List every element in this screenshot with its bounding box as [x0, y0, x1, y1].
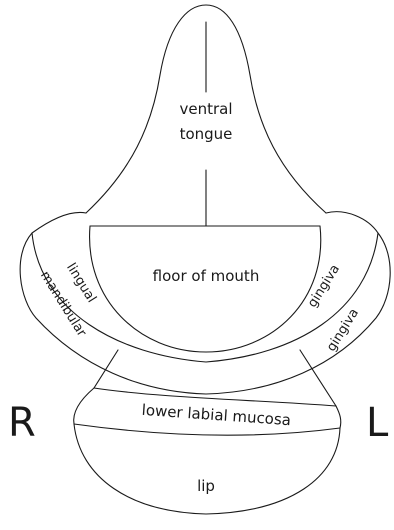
label-lip: lip — [197, 477, 215, 495]
label-mandibular-left: gingiva — [324, 306, 362, 354]
lip-outline — [74, 424, 340, 514]
label-lower-labial-mucosa: lower labial mucosa — [141, 401, 291, 429]
floor-of-mouth-outline — [90, 226, 321, 352]
side-label-right: R — [8, 400, 36, 446]
label-floor-of-mouth: floor of mouth — [153, 267, 260, 285]
labial-mucosa-bottom — [74, 424, 340, 435]
label-tongue: tongue — [180, 125, 233, 143]
gingiva-outer-boundary — [20, 212, 390, 394]
labial-mucosa-top — [94, 388, 336, 406]
label-ventral: ventral — [179, 100, 232, 118]
labial-mucosa-right-side — [336, 406, 341, 428]
labial-mucosa-left-side — [74, 388, 94, 424]
diagram-outlines — [20, 5, 390, 514]
side-label-left: L — [366, 400, 389, 446]
labial-left-divider — [94, 350, 118, 388]
